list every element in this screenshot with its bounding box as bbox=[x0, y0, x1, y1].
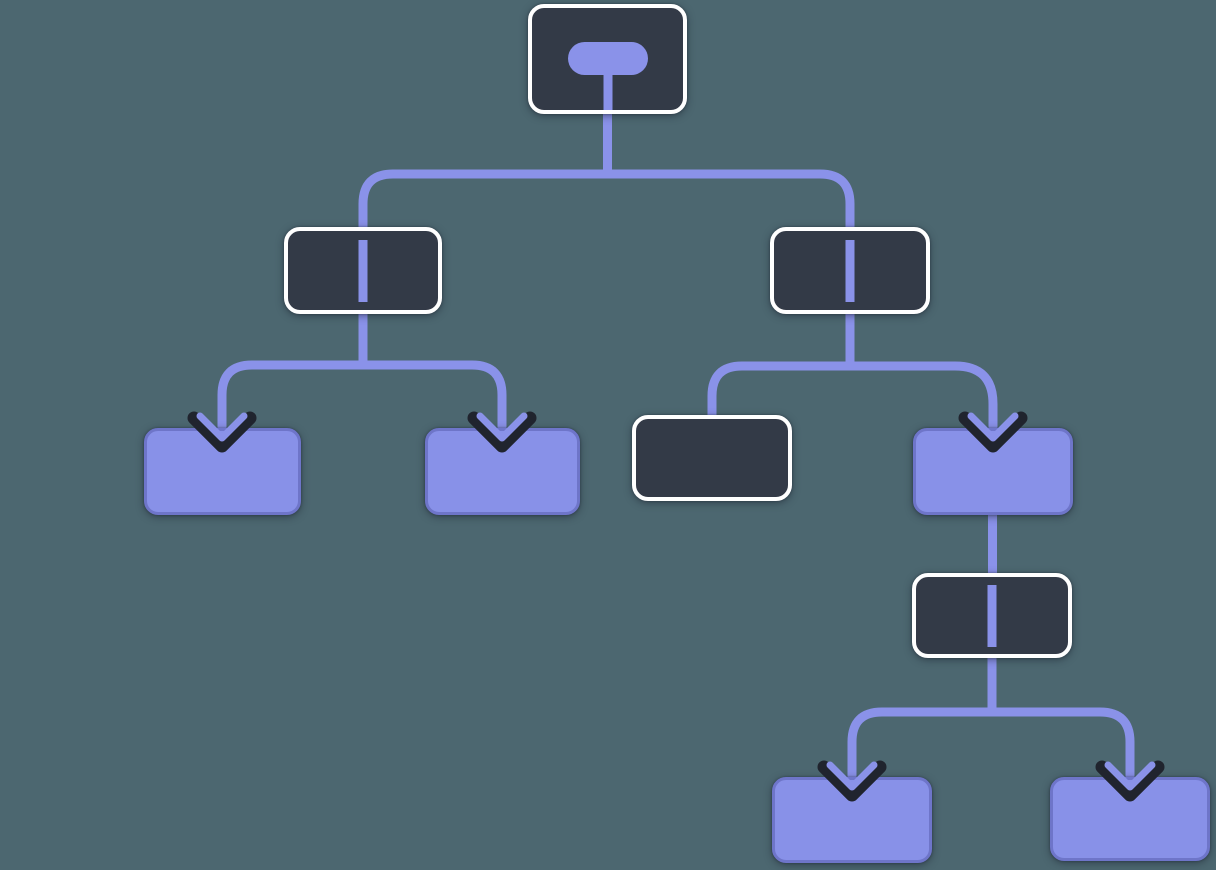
branch-left-node[interactable] bbox=[284, 227, 442, 314]
pass-through-line-icon bbox=[845, 239, 855, 302]
dark-leaf-node[interactable] bbox=[632, 415, 792, 501]
pass-through-line-icon bbox=[987, 584, 997, 647]
root-stem-icon bbox=[603, 72, 612, 110]
root-node[interactable] bbox=[528, 4, 687, 114]
edge-branch-right-to-children bbox=[707, 308, 998, 430]
branch-right-node[interactable] bbox=[770, 227, 930, 314]
leaf-node-3[interactable] bbox=[772, 777, 932, 863]
edge-branch-bottom-to-leaves bbox=[847, 652, 1135, 779]
edge-root-to-branches bbox=[358, 110, 855, 234]
leaf-node-4[interactable] bbox=[1050, 777, 1210, 861]
pass-through-line-icon bbox=[358, 239, 368, 302]
leaf-node-1[interactable] bbox=[144, 428, 301, 515]
branch-bottom-node[interactable] bbox=[912, 573, 1072, 658]
root-pill-icon bbox=[567, 42, 648, 75]
leaf-node-2[interactable] bbox=[425, 428, 580, 515]
edge-branch-left-to-leaves bbox=[217, 308, 507, 430]
purple-mid-node[interactable] bbox=[913, 428, 1073, 515]
